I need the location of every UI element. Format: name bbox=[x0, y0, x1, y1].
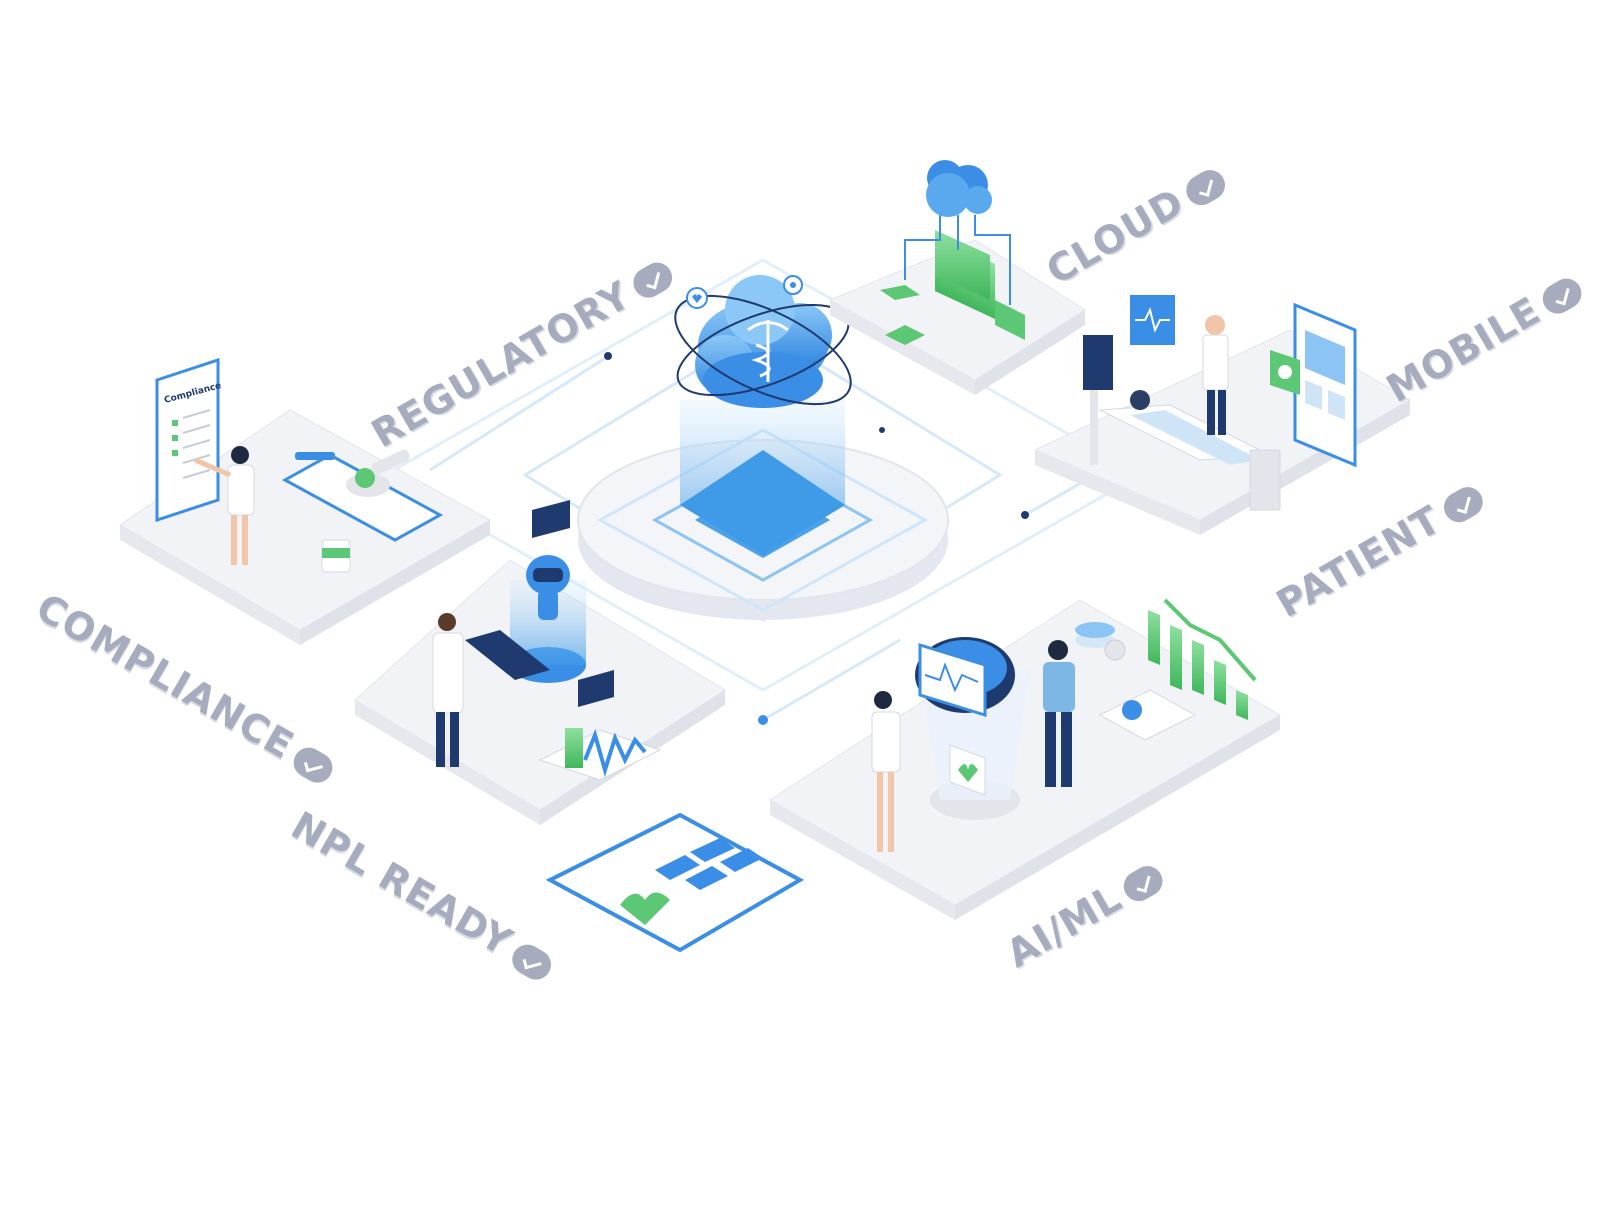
bar-chart-icon bbox=[1148, 598, 1257, 720]
dashboard-tile bbox=[545, 812, 805, 953]
cloud-icon bbox=[695, 275, 832, 408]
dna-icon bbox=[690, 838, 735, 862]
analyst-figure bbox=[1043, 640, 1075, 787]
npl-platform bbox=[354, 500, 726, 825]
patient-platform bbox=[1033, 295, 1411, 535]
gear-icon bbox=[1270, 350, 1300, 395]
nurse-figure bbox=[871, 691, 901, 852]
robot-icon bbox=[510, 555, 586, 683]
compliance-checklist: Compliance bbox=[155, 357, 222, 523]
hospital-bed bbox=[1090, 385, 1281, 511]
report-document bbox=[1098, 689, 1197, 741]
cloud-icon bbox=[926, 160, 992, 217]
heart-icon bbox=[686, 287, 708, 309]
compliance-platform: Compliance bbox=[119, 357, 492, 645]
coin-stack bbox=[1075, 622, 1126, 661]
gavel-tablet bbox=[281, 449, 444, 542]
heart-icon bbox=[958, 764, 978, 782]
aiml-platform bbox=[769, 598, 1281, 920]
caduceus-icon bbox=[747, 320, 789, 382]
control-panel bbox=[465, 630, 550, 680]
brain-hologram bbox=[915, 637, 1030, 820]
nurse-figure bbox=[194, 446, 255, 565]
doctor-figure bbox=[1202, 315, 1229, 435]
xray-panel bbox=[1083, 335, 1113, 390]
mobile-phone bbox=[1293, 302, 1357, 468]
chat-icon bbox=[532, 500, 614, 707]
connection-lines bbox=[381, 258, 1144, 722]
medicine-bottle bbox=[321, 539, 351, 573]
heart-icon bbox=[620, 892, 670, 925]
central-hub bbox=[577, 400, 949, 620]
scientist-figure bbox=[432, 613, 464, 767]
gear-icon bbox=[783, 275, 803, 295]
waveform-display bbox=[538, 728, 662, 781]
cloud-platform bbox=[828, 160, 1086, 395]
